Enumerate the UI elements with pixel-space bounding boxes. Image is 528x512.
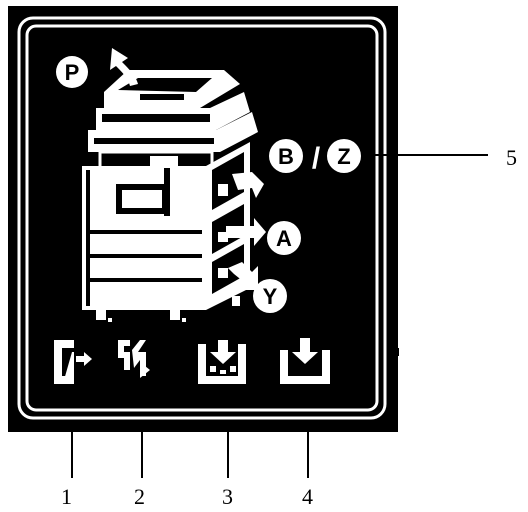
label-z-text: Z bbox=[337, 144, 350, 169]
label-a-text: A bbox=[276, 226, 292, 251]
copier-machine-icon bbox=[82, 70, 258, 322]
callout-number-3: 3 bbox=[222, 484, 233, 509]
location-labels: P B / Z A Y bbox=[56, 56, 361, 313]
label-p-text: P bbox=[65, 60, 80, 85]
arrow-p-icon bbox=[110, 48, 138, 86]
arrow-bz-icon bbox=[232, 172, 264, 198]
location-arrows bbox=[110, 48, 266, 290]
label-a-circle bbox=[267, 221, 301, 255]
output-tray-icon bbox=[280, 338, 330, 384]
callout-number-1: 1 bbox=[61, 484, 72, 509]
arrow-a-icon bbox=[226, 218, 266, 246]
label-slash-text: / bbox=[312, 142, 321, 175]
label-b-text: B bbox=[278, 144, 294, 169]
output-tray-open-icon bbox=[198, 340, 246, 384]
label-z-circle bbox=[327, 139, 361, 173]
label-y-text: Y bbox=[263, 284, 278, 309]
callout-number-2: 2 bbox=[134, 484, 145, 509]
paper-path-icon bbox=[118, 340, 150, 378]
panel-notch bbox=[394, 348, 399, 356]
panel-frame-inner bbox=[25, 24, 379, 412]
callout-number-4: 4 bbox=[302, 484, 313, 509]
leader-lines bbox=[71, 154, 488, 478]
status-icons bbox=[54, 338, 330, 384]
label-p-circle bbox=[56, 56, 88, 88]
callout-number-5: 5 bbox=[506, 145, 517, 170]
arrow-y-icon bbox=[228, 262, 258, 290]
label-b-circle bbox=[269, 139, 303, 173]
panel-frame-outer bbox=[17, 16, 387, 420]
original-to-copy-icon bbox=[54, 340, 92, 384]
label-y-circle bbox=[253, 279, 287, 313]
